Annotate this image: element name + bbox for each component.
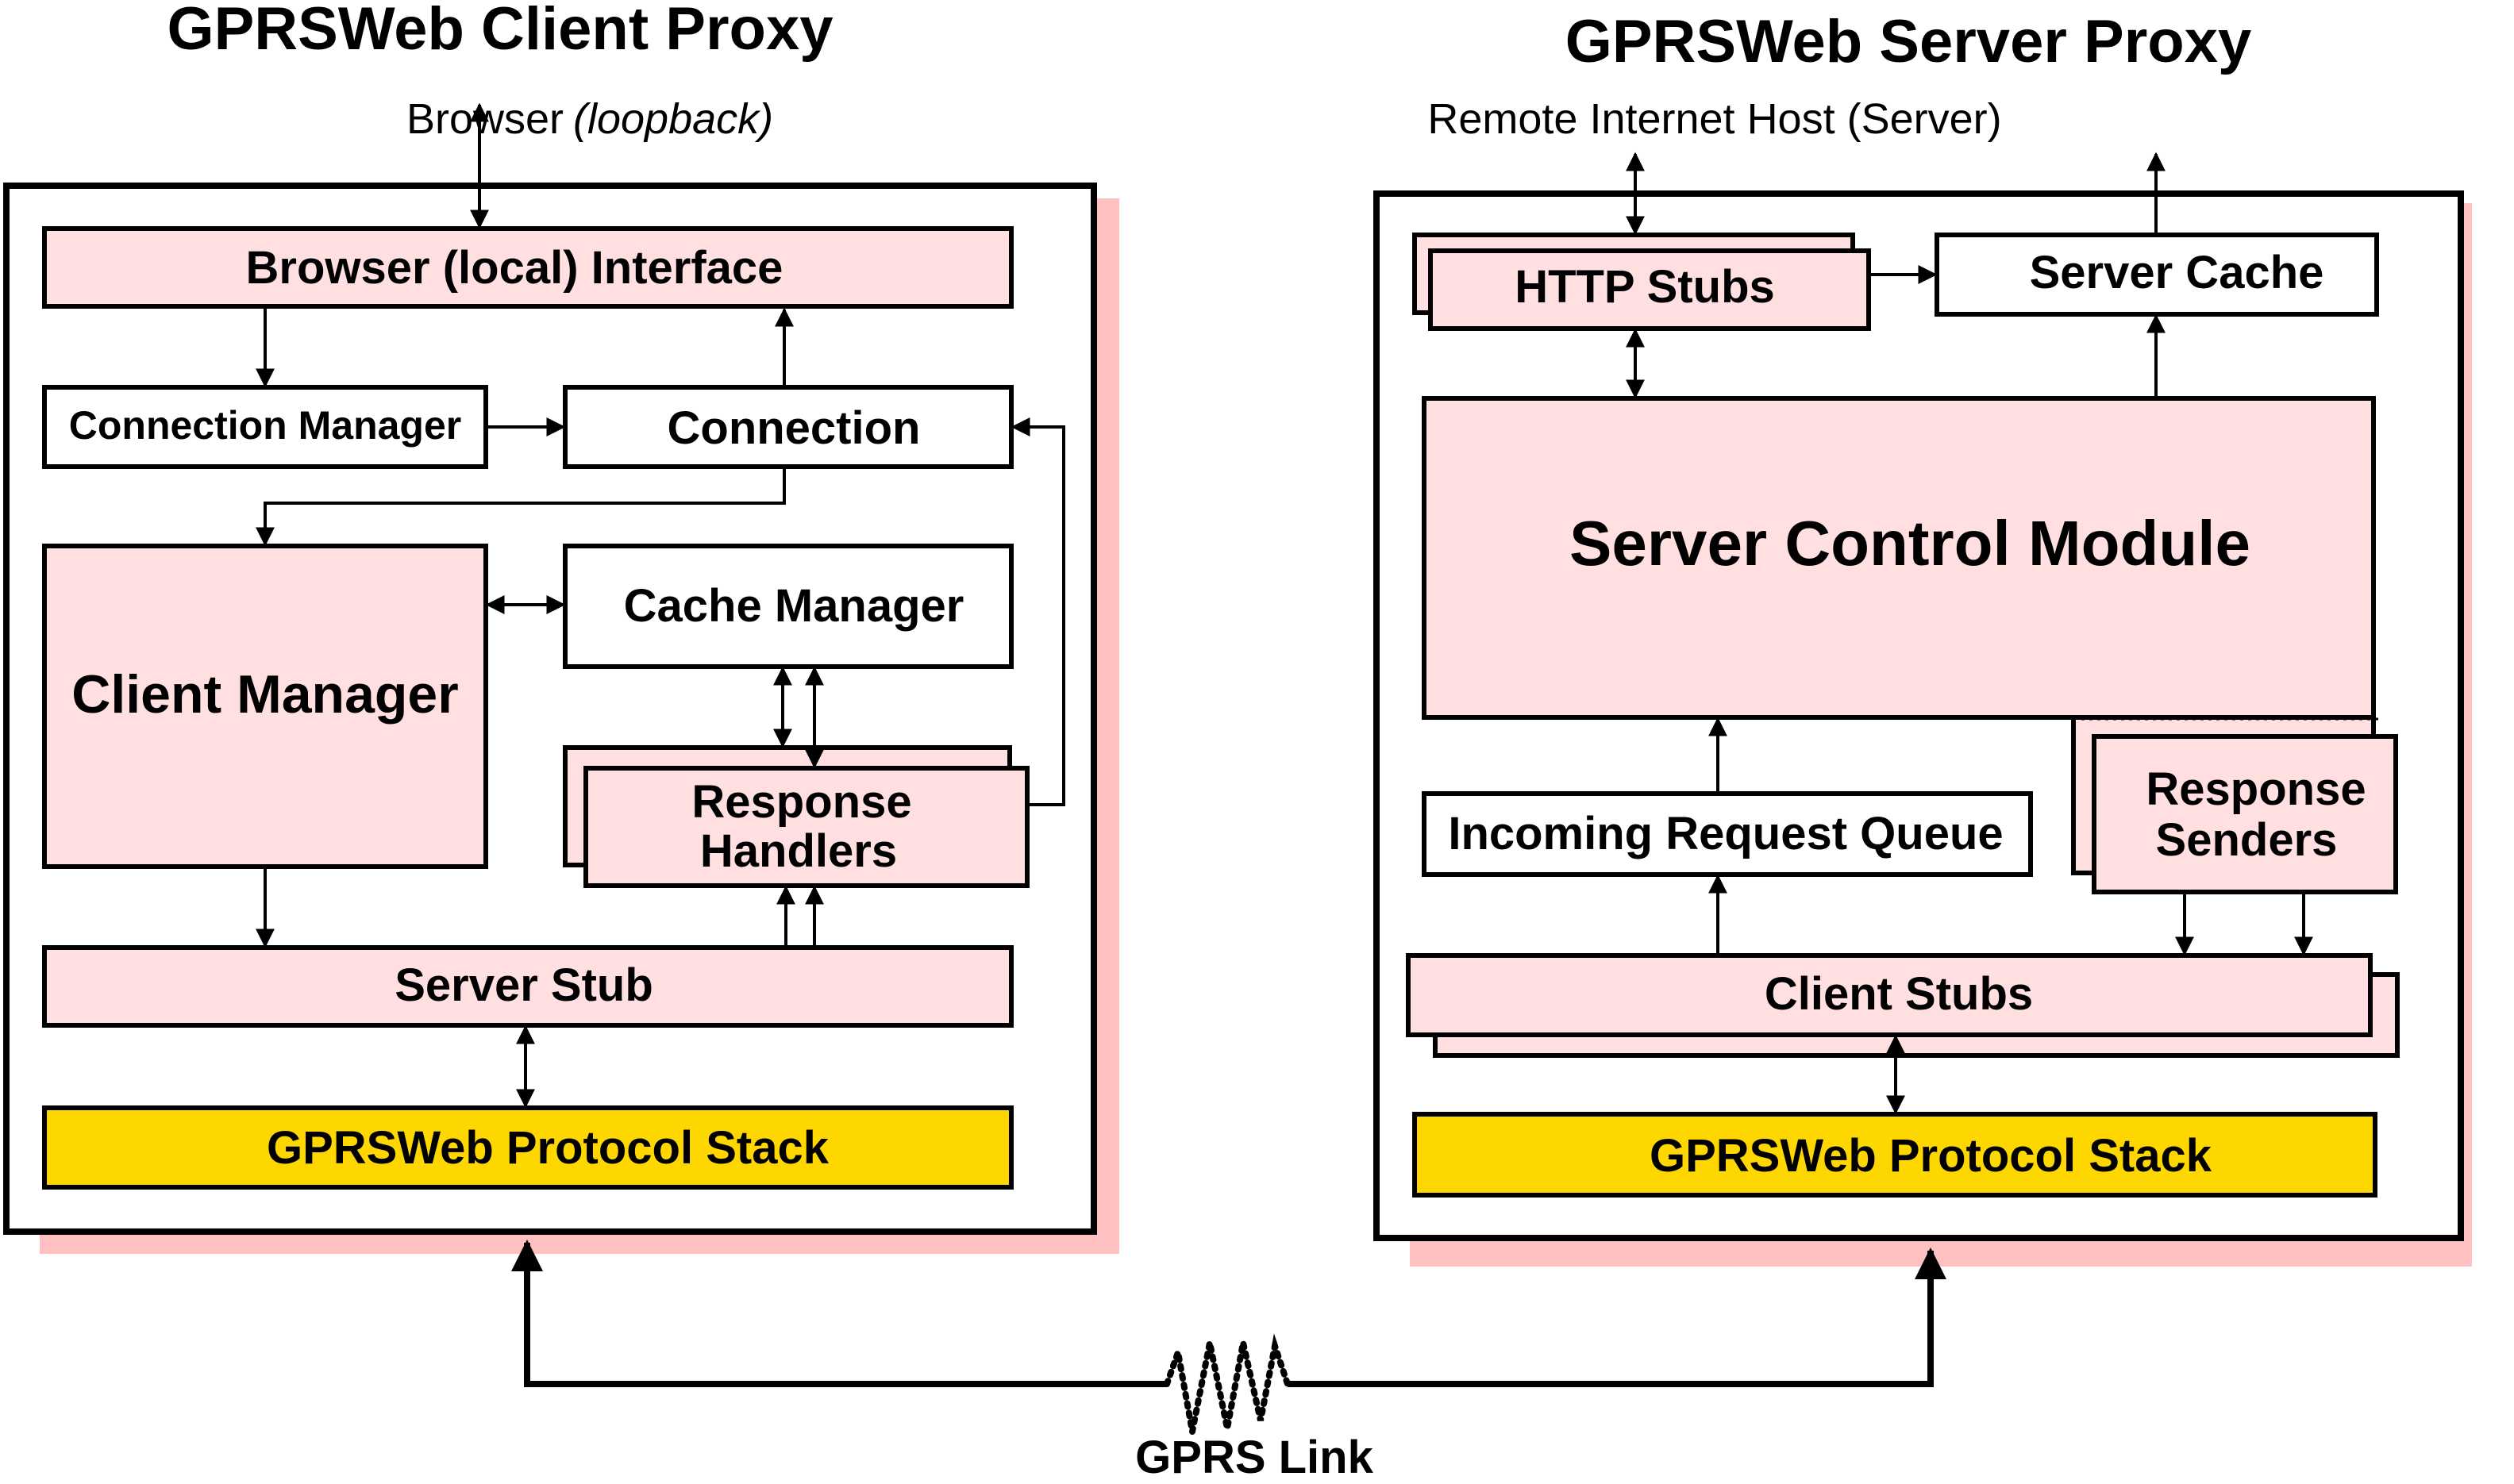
handlers-to-connection-arrow [1011, 417, 1065, 806]
server-control-module-label: Server Control Module [1569, 508, 2250, 579]
server-protocol-stack-box [1412, 1112, 2377, 1198]
server-proxy: GPRSWeb Server Proxy Remote Internet Hos… [1373, 8, 2472, 1267]
remote-host-label: Remote Internet Host (Server) [1427, 95, 2001, 143]
response-handlers-label-2: Handlers [700, 825, 897, 877]
server-control-module-box [1422, 396, 2376, 720]
client-manager-box [42, 544, 488, 869]
server-proxy-title: GPRSWeb Server Proxy [1565, 8, 2252, 75]
server-cache-label: Server Cache [2030, 247, 2324, 298]
response-senders-label-1: Response [2146, 763, 2366, 815]
response-handlers-label-1: Response [691, 776, 911, 828]
server-arrows [1626, 152, 2313, 1115]
client-proxy: GPRSWeb Client Proxy Browser (loopback) … [3, 0, 1119, 1254]
connection-manager-box [42, 385, 488, 469]
gprs-link-right-line [1288, 1248, 1946, 1387]
gprs-link: GPRS Link [511, 1240, 1946, 1483]
client-manager-label: Client Manager [71, 664, 458, 725]
connection-to-client-manager-arrow [256, 468, 786, 547]
server-stub-box [42, 945, 1014, 1028]
gprs-link-zigzag [1164, 1333, 1291, 1432]
client-stubs-box [1406, 953, 2373, 1037]
gprs-link-label: GPRS Link [1135, 1432, 1373, 1483]
client-proxy-title: GPRSWeb Client Proxy [167, 0, 833, 63]
browser-note: (loopback) [573, 95, 773, 143]
server-cache-box [1935, 233, 2379, 317]
incoming-request-queue-label: Incoming Request Queue [1448, 808, 2003, 859]
cache-manager-label: Cache Manager [624, 580, 964, 632]
http-stubs-box [1428, 248, 1871, 331]
browser-interface-box [42, 226, 1014, 309]
server-protocol-stack-label: GPRSWeb Protocol Stack [1650, 1130, 2212, 1182]
connection-manager-label: Connection Manager [69, 403, 461, 448]
client-arrows [256, 102, 1065, 1109]
gprs-link-left-line [511, 1240, 1167, 1387]
response-senders-label-2: Senders [2156, 814, 2338, 866]
client-protocol-stack-label: GPRSWeb Protocol Stack [267, 1122, 830, 1174]
response-handlers-box [583, 766, 1030, 888]
connection-box [563, 385, 1014, 469]
client-stubs-label: Client Stubs [1765, 968, 2033, 1020]
browser-interface-label: Browser (local) Interface [246, 242, 783, 294]
response-senders-dotted-edge [2077, 716, 2380, 721]
response-senders-box [2092, 734, 2398, 894]
connection-label: Connection [668, 402, 921, 454]
server-stub-label: Server Stub [395, 959, 653, 1011]
http-stubs-label: HTTP Stubs [1515, 261, 1775, 313]
incoming-request-queue-box [1422, 791, 2033, 877]
browser-label: Browser [406, 95, 564, 143]
